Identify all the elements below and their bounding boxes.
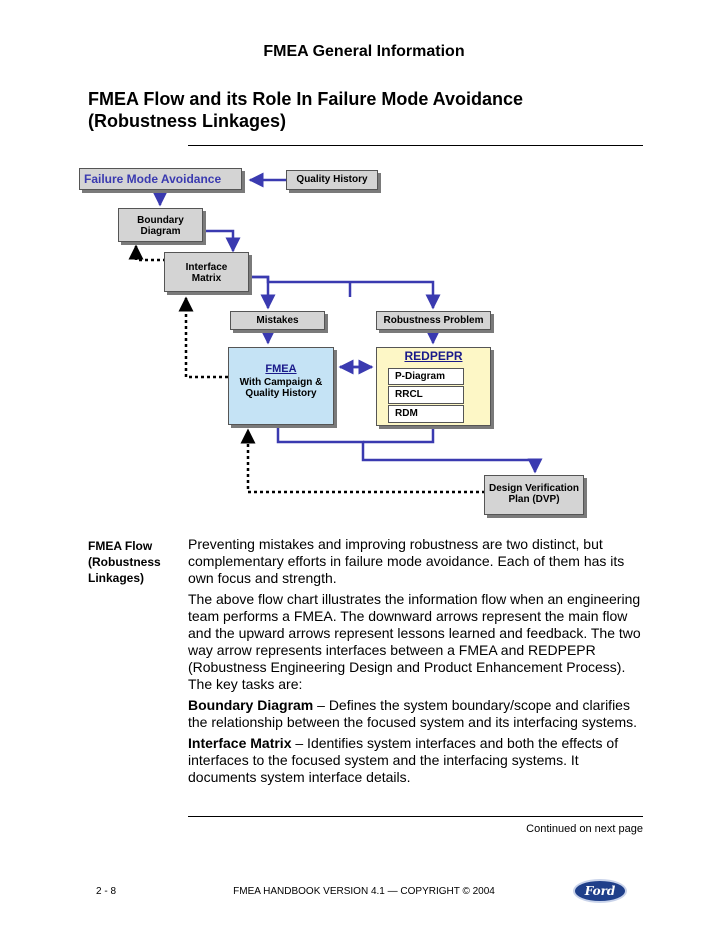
arrow-interface-to-robustness xyxy=(250,275,441,310)
section-title-line1: FMEA Flow and its Role In Failure Mode A… xyxy=(88,89,524,109)
failure-mode-avoidance-box: Failure Mode Avoidance xyxy=(79,168,242,190)
arrow-redpepr-to-dvp xyxy=(363,426,435,444)
section-title-line2: (Robustness Linkages) xyxy=(88,111,287,131)
fmea-box: FMEA With Campaign & Quality History xyxy=(228,347,334,425)
dvp-box: Design Verification Plan (DVP) xyxy=(484,475,584,515)
robustness-problem-box: Robustness Problem xyxy=(376,311,491,330)
feedback-fmea-to-interface xyxy=(178,296,228,379)
arrow-fmea-to-dvp xyxy=(276,426,543,474)
redpepr-item-rdm: RDM xyxy=(388,405,464,423)
interface-matrix-box: Interface Matrix xyxy=(164,252,249,292)
mistakes-box: Mistakes xyxy=(230,311,325,330)
arrow-interface-to-mistakes xyxy=(250,275,276,310)
section-title: FMEA Flow and its Role In Failure Mode A… xyxy=(88,88,523,132)
body-text: Preventing mistakes and improving robust… xyxy=(188,536,643,790)
paragraph-intro: Preventing mistakes and improving robust… xyxy=(188,536,625,586)
redpepr-item-p-diagram: P-Diagram xyxy=(388,368,464,385)
flow-side-label: FMEA Flow (Robustness Linkages) xyxy=(88,539,161,585)
ford-logo: Ford xyxy=(573,879,627,903)
redpepr-item-rrcl: RRCL xyxy=(388,386,464,404)
paragraph-boundary-diagram: Boundary Diagram – Defines the system bo… xyxy=(188,697,638,730)
paragraph-flowchart: The above flow chart illustrates the inf… xyxy=(188,591,641,692)
arrow-boundary-to-interface xyxy=(205,229,241,253)
paragraph-interface-matrix: Interface Matrix – Identifies system int… xyxy=(188,735,619,785)
continued-rule xyxy=(188,816,643,817)
redpepr-title: REDPEPR xyxy=(404,349,463,363)
continued-note: Continued on next page xyxy=(526,823,643,835)
feedback-dvp-to-fmea xyxy=(240,428,485,494)
page-header-title: FMEA General Information xyxy=(263,43,465,60)
quality-history-box: Quality History xyxy=(286,170,378,190)
title-rule xyxy=(188,145,643,146)
footer-copyright: FMEA HANDBOOK VERSION 4.1 — COPYRIGHT © … xyxy=(233,886,495,897)
page-number: 2 - 8 xyxy=(96,886,117,897)
boundary-diagram-box: Boundary Diagram xyxy=(118,208,203,242)
